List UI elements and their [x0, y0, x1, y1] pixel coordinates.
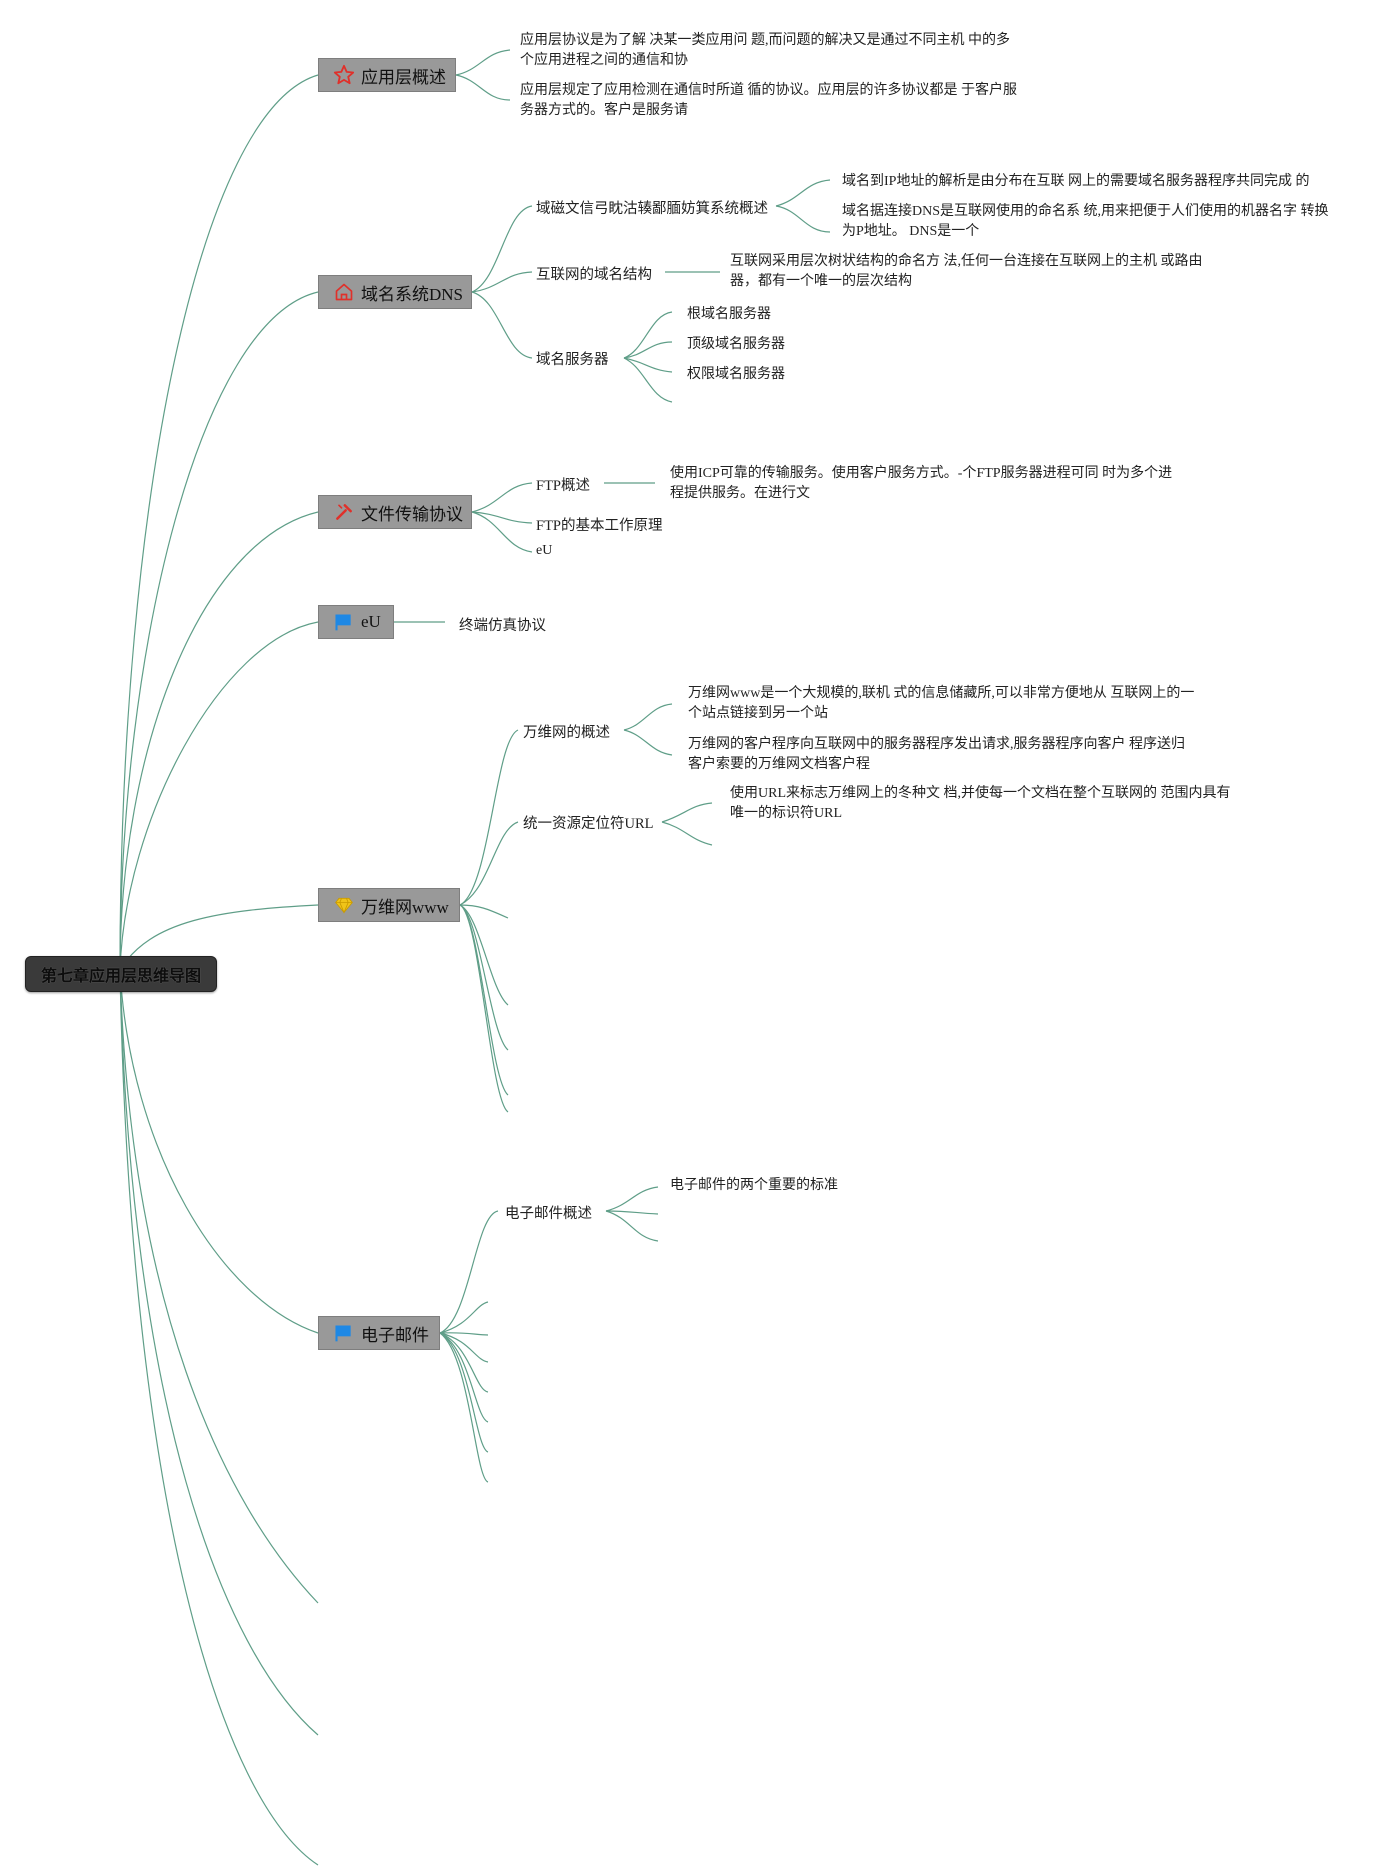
diamond-icon: [333, 894, 355, 916]
dns-overview-note-2: 域名据连接DNS是互联网使用的命名系 统,用来把便于人们使用的机器名字 转换为P…: [842, 204, 1329, 239]
root-node[interactable]: 第七章应用层思维导图: [25, 956, 217, 992]
branch-label: 应用层概述: [361, 67, 446, 87]
www-url-label[interactable]: 统一资源定位符URL: [523, 816, 654, 832]
dns-overview-label[interactable]: 域磁文信弓眈沽辏鄙腼妨箕系统概述: [536, 201, 768, 217]
dns-structure-label[interactable]: 互联网的域名结构: [536, 267, 652, 283]
branch-label: 万维网www: [361, 897, 449, 917]
email-standards-label[interactable]: 电子邮件的两个重要的标准: [670, 1178, 838, 1193]
dns-server-label[interactable]: 域名服务器: [536, 352, 609, 368]
branch-dns[interactable]: 域名系统DNS: [318, 275, 472, 309]
www-overview-note-1: 万维网www是一个大规模的,联机 式的信息储藏所,可以非常方便地从 互联网上的一…: [688, 686, 1195, 721]
email-overview-label[interactable]: 电子邮件概述: [505, 1206, 592, 1222]
branch-label: 域名系统DNS: [361, 284, 464, 304]
www-overview-label[interactable]: 万维网的概述: [523, 725, 610, 741]
app-note-1: 应用层协议是为了解 决某一类应用问 题,而问题的解决又是通过不同主机 中的多个应…: [520, 33, 1010, 68]
dns-server-item[interactable]: 根域名服务器: [687, 307, 771, 322]
dns-server-item[interactable]: 权限域名服务器: [687, 367, 785, 382]
branch-telnet[interactable]: eU: [318, 605, 394, 639]
dns-structure-note: 互联网采用层次树状结构的命名方 法,任何一台连接在互联网上的主机 或路由器，都有…: [730, 254, 1203, 289]
ftp-principle-label[interactable]: FTP的基本工作原理: [536, 518, 663, 534]
ftp-eu-label[interactable]: eU: [536, 543, 553, 558]
www-overview-note-2: 万维网的客户程序向互联网中的服务器程序发出请求,服务器程序向客户 程序送归客户索…: [688, 737, 1185, 772]
branch-email[interactable]: 电子邮件: [318, 1316, 440, 1350]
tools-icon: [333, 501, 355, 523]
dns-overview-note-1: 域名到IP地址的解析是由分布在互联 网上的需要域名服务器程序共同完成 的: [842, 174, 1310, 189]
dns-server-item[interactable]: 顶级域名服务器: [687, 337, 785, 352]
flag-icon: [333, 611, 355, 633]
branch-ftp[interactable]: 文件传输协议: [318, 495, 472, 529]
ftp-overview-note: 使用ICP可靠的传输服务。使用客户服务方式。-个FTP服务器进程可同 时为多个进…: [670, 466, 1173, 501]
branch-label: 电子邮件: [361, 1325, 429, 1345]
flag-icon: [333, 1322, 355, 1344]
app-note-2: 应用层规定了应用检测在通信时所道 循的协议。应用层的许多协议都是 于客户服务器方…: [520, 83, 1017, 118]
root-label: 第七章应用层思维导图: [40, 966, 201, 985]
www-url-note: 使用URL来标志万维网上的冬种文 档,并使每一个文档在整个互联网的 范围内具有唯…: [730, 786, 1231, 821]
telnet-term-label[interactable]: 终端仿真协议: [459, 618, 546, 634]
branch-label: 文件传输协议: [361, 504, 463, 524]
ftp-overview-label[interactable]: FTP概述: [536, 478, 590, 494]
star-icon: [333, 64, 355, 86]
branch-label: eU: [361, 612, 381, 631]
home-icon: [333, 281, 355, 303]
branch-www[interactable]: 万维网www: [318, 888, 460, 922]
branch-app-overview[interactable]: 应用层概述: [318, 58, 456, 92]
